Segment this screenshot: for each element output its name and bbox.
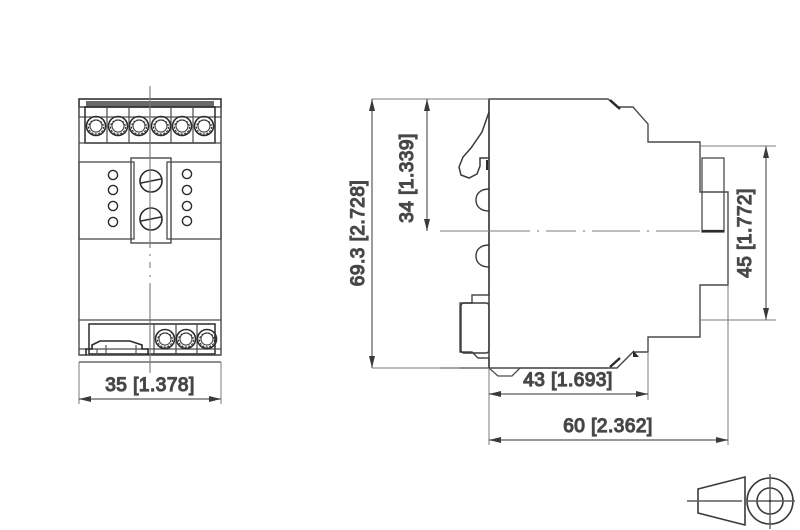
side-din-notch-2	[475, 244, 490, 268]
side-right-slot	[701, 157, 725, 233]
terminal-screw	[196, 328, 218, 350]
left-led-panel	[78, 161, 135, 240]
dimension-height-right-label: 45 [1.772]	[735, 188, 756, 278]
terminal-screw	[175, 328, 197, 350]
dimension-width-front: 35 [1.378]	[78, 362, 222, 404]
dimension-height-overall: 69.3 [2.728]	[347, 98, 489, 369]
terminal-screw	[85, 115, 107, 137]
led-indicator	[181, 200, 193, 212]
dimension-depth-overall: 60 [2.362]	[488, 285, 729, 445]
side-bottom-detail	[440, 367, 608, 377]
dimension-width-front-label: 35 [1.378]	[105, 375, 195, 396]
terminal-screw	[150, 115, 172, 137]
dimension-depth-body-label: 43 [1.693]	[523, 370, 613, 391]
front-leds-right	[181, 168, 193, 227]
terminal-screw	[193, 115, 215, 137]
dimension-height-upper-label: 34 [1.339]	[397, 133, 418, 223]
screwdriver-blade-icon	[697, 475, 746, 527]
front-terminal-screws-top	[85, 115, 215, 137]
potentiometer-panel	[130, 157, 172, 244]
led-indicator	[107, 216, 119, 228]
front-potentiometers	[139, 169, 163, 231]
potentiometer-adjust[interactable]	[139, 207, 163, 231]
led-indicator	[181, 184, 193, 196]
led-indicator	[107, 184, 119, 196]
screwdriver-symbol	[687, 474, 795, 529]
screw-center-dot-icon	[768, 499, 772, 503]
led-indicator	[107, 169, 119, 181]
side-din-notch-1	[475, 188, 490, 212]
terminal-screw	[107, 115, 129, 137]
front-view: 35 [1.378]	[78, 86, 222, 404]
front-leds-left	[107, 169, 119, 228]
led-indicator	[181, 168, 193, 180]
side-body-profile	[459, 98, 729, 369]
dimension-height-overall-label: 69.3 [2.728]	[348, 180, 369, 286]
side-din-hook-upper	[458, 111, 490, 179]
dimension-height-right: 45 [1.772]	[700, 145, 776, 321]
dimension-depth-overall-label: 60 [2.362]	[563, 416, 653, 437]
dimension-depth-body: 43 [1.693]	[488, 352, 649, 400]
side-foot-block	[460, 302, 490, 354]
terminal-screw	[154, 328, 176, 350]
front-terminal-screws-bottom	[154, 328, 218, 350]
right-led-panel	[166, 161, 222, 240]
dimension-height-upper: 34 [1.339]	[396, 99, 430, 231]
front-middle-section	[78, 157, 222, 244]
front-din-clip	[85, 340, 149, 355]
side-view: 69.3 [2.728] 34 [1.339] 45 [1.772]	[347, 98, 776, 445]
terminal-screw	[128, 115, 150, 137]
led-indicator	[107, 200, 119, 212]
led-indicator	[181, 215, 193, 227]
terminal-screw	[171, 115, 193, 137]
potentiometer-adjust[interactable]	[139, 169, 163, 193]
